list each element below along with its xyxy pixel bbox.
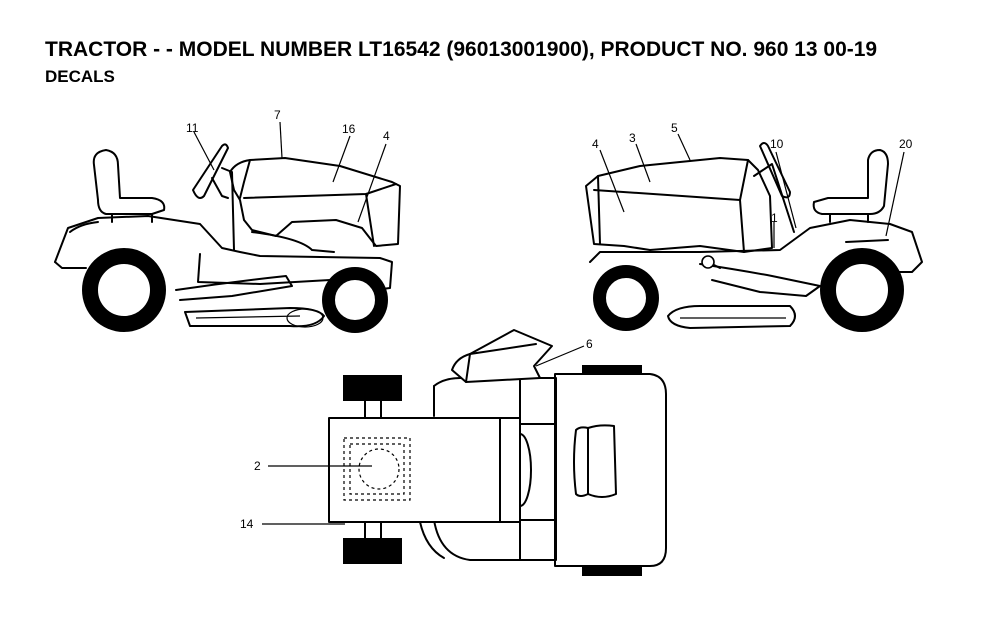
callout-11-left: 11 bbox=[186, 121, 199, 135]
callout-16: 16 bbox=[342, 122, 356, 136]
callout-7: 7 bbox=[274, 108, 281, 122]
page-subtitle: DECALS bbox=[45, 67, 115, 86]
callout-4-right: 4 bbox=[592, 137, 599, 151]
callout-14: 14 bbox=[240, 517, 254, 531]
callout-10: 10 bbox=[770, 137, 784, 151]
callout-3: 3 bbox=[629, 131, 636, 145]
tractor-top-view: 6 2 14 bbox=[240, 329, 667, 576]
page-title: TRACTOR - - MODEL NUMBER LT16542 (960130… bbox=[45, 38, 878, 61]
tractor-left-side-view: 11 7 16 4 bbox=[54, 108, 401, 333]
callout-4-left: 4 bbox=[383, 129, 390, 143]
callout-20: 20 bbox=[899, 137, 913, 151]
callout-6: 6 bbox=[586, 337, 593, 351]
callout-2: 2 bbox=[254, 459, 261, 473]
callout-5: 5 bbox=[671, 121, 678, 135]
tractor-right-side-view: 4 3 5 10 20 1 bbox=[585, 121, 923, 332]
callout-1: 1 bbox=[771, 211, 778, 225]
